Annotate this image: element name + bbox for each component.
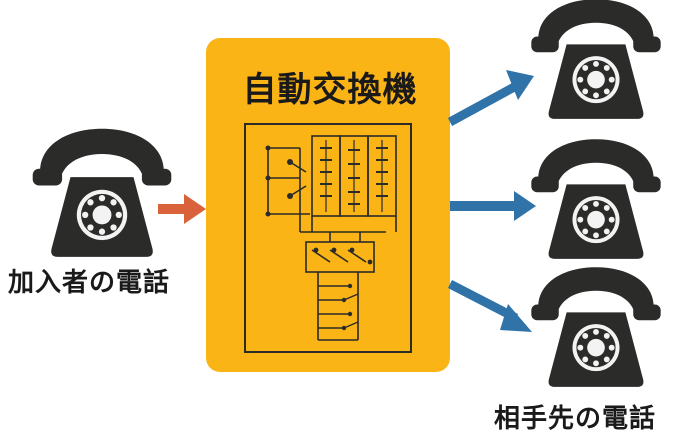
relay-circuit-icon: [244, 123, 412, 353]
callee-phone-middle-icon: [531, 139, 661, 259]
outbound-arrow-middle: [450, 191, 536, 221]
switch-box: [206, 38, 450, 372]
callee-phone-top-icon: [531, 0, 661, 119]
outbound-arrow-top: [447, 70, 534, 126]
outbound-arrow-bottom: [447, 279, 532, 332]
switch-title: 自動交換機: [242, 70, 418, 110]
inbound-arrow: [158, 194, 206, 224]
callee-label: 相手先の電話: [494, 404, 657, 434]
caller-label: 加入者の電話: [8, 268, 171, 298]
caller-phone-icon: [32, 128, 172, 257]
callee-phone-bottom-icon: [531, 267, 661, 387]
